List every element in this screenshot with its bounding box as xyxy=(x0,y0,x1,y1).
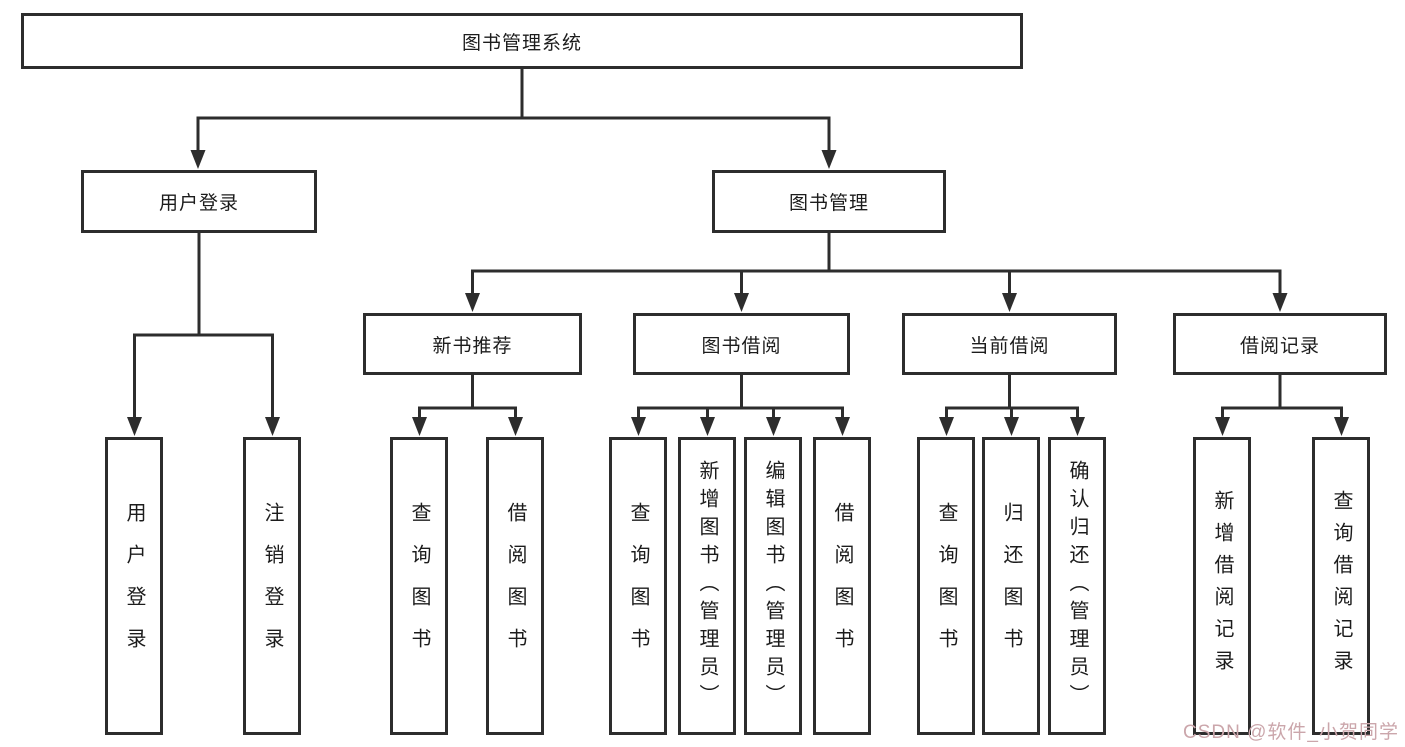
node-book-management-branch: 图书管理 xyxy=(712,170,946,233)
node-book-borrowing-label: 图书借阅 xyxy=(701,335,782,357)
leaf-confirm-return-admin: 确认归还（管理员） xyxy=(1048,437,1106,735)
node-book-management-label: 图书管理 xyxy=(788,193,869,214)
node-borrowing-records: 借阅记录 xyxy=(1173,313,1387,375)
node-root-library-system: 图书管理系统 xyxy=(21,13,1023,69)
leaf-logout: 注销登录 xyxy=(243,437,301,735)
arrowheads xyxy=(127,150,1349,436)
node-current-borrowing-label: 当前借阅 xyxy=(969,335,1050,357)
leaf-query-books-1: 查询图书 xyxy=(390,437,448,735)
leaf-query-borrow-record: 查询借阅记录 xyxy=(1312,437,1370,735)
leaf-query-books-3: 查询图书 xyxy=(917,437,975,735)
leaf-add-borrow-record: 新增借阅记录 xyxy=(1193,437,1251,735)
leaf-borrow-books-2: 借阅图书 xyxy=(813,437,871,735)
leaf-query-borrow-record-label: 查询借阅记录 xyxy=(1330,490,1352,682)
connector-userlogin-split xyxy=(133,333,274,419)
node-book-borrowing: 图书借阅 xyxy=(633,313,850,375)
node-user-login-branch: 用户登录 xyxy=(81,170,317,233)
leaf-user-login-label: 用户登录 xyxy=(123,502,145,670)
leaf-return-books-label: 归还图书 xyxy=(1000,502,1022,670)
leaf-return-books: 归还图书 xyxy=(982,437,1040,735)
leaf-query-books-3-label: 查询图书 xyxy=(935,502,957,670)
node-new-book-recommendation-label: 新书推荐 xyxy=(432,335,513,357)
connector-l3-split xyxy=(471,269,1282,295)
leaf-add-borrow-record-label: 新增借阅记录 xyxy=(1211,490,1233,682)
node-current-borrowing: 当前借阅 xyxy=(902,313,1117,375)
csdn-watermark: CSDN @软件_小贺同学 xyxy=(1183,722,1399,743)
leaf-user-login: 用户登录 xyxy=(105,437,163,735)
node-new-book-recommendation: 新书推荐 xyxy=(363,313,582,375)
connector-l2-split xyxy=(196,116,831,152)
leaf-borrow-books-1-label: 借阅图书 xyxy=(504,502,526,670)
leaf-query-books-1-label: 查询图书 xyxy=(408,502,430,670)
leaf-borrow-books-2-label: 借阅图书 xyxy=(831,502,853,670)
node-borrowing-records-label: 借阅记录 xyxy=(1239,335,1320,357)
leaf-logout-label: 注销登录 xyxy=(261,502,283,670)
connector-groupB-split xyxy=(637,406,844,419)
node-root-label: 图书管理系统 xyxy=(461,32,582,54)
leaf-query-books-2: 查询图书 xyxy=(609,437,667,735)
connector-groupA-split xyxy=(418,406,517,419)
node-user-login-label: 用户登录 xyxy=(158,193,239,214)
leaf-add-books-admin-label: 新增图书（管理员） xyxy=(696,460,718,712)
leaf-borrow-books-1: 借阅图书 xyxy=(486,437,544,735)
leaf-confirm-return-admin-label: 确认归还（管理员） xyxy=(1066,460,1088,712)
leaf-add-books-admin: 新增图书（管理员） xyxy=(678,437,736,735)
connector-groupD-split xyxy=(1221,406,1343,419)
leaf-edit-books-admin: 编辑图书（管理员） xyxy=(744,437,802,735)
leaf-query-books-2-label: 查询图书 xyxy=(627,502,649,670)
leaf-edit-books-admin-label: 编辑图书（管理员） xyxy=(762,460,784,712)
